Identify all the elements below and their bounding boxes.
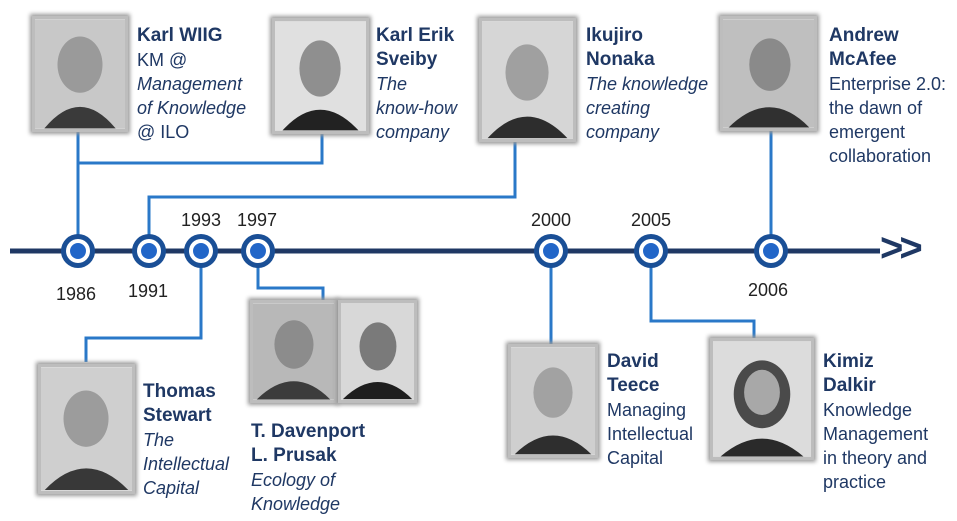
year-1986: 1986 bbox=[56, 284, 97, 304]
davenport-text: T. Davenport L. Prusak Ecology of Knowle… bbox=[251, 420, 391, 516]
person-work-title: The Intellectual Capital bbox=[143, 430, 230, 498]
portrait-t-davenport bbox=[250, 300, 337, 403]
person-work-title: Ecology of Knowledge bbox=[251, 470, 341, 514]
person-silhouette-icon bbox=[275, 21, 366, 131]
dalkir-text: Kimiz Dalkir Knowledge Management in the… bbox=[823, 350, 953, 494]
timeline-node-1991 bbox=[132, 234, 166, 268]
person-silhouette-icon bbox=[713, 341, 811, 457]
timeline-node-2000 bbox=[534, 234, 568, 268]
person-silhouette-icon bbox=[341, 303, 414, 400]
person-name: Ikujiro Nonaka bbox=[586, 25, 655, 70]
person-work-title: Managing Intellectual Capital bbox=[607, 400, 694, 468]
timeline-arrow: >> bbox=[880, 226, 923, 270]
person-desc: KM @ bbox=[137, 50, 188, 70]
year-2005: 2005 bbox=[631, 210, 672, 230]
person-work-title: Enterprise 2.0: the dawn of emergent col… bbox=[829, 74, 947, 166]
sveiby-text: Karl Erik Sveiby The know-how company bbox=[376, 24, 486, 144]
timeline-node-2006 bbox=[754, 234, 788, 268]
portrait-karl-erik-sveiby bbox=[272, 18, 369, 134]
mcafee-text: Andrew McAfee Enterprise 2.0: the dawn o… bbox=[829, 24, 957, 168]
person-silhouette-icon bbox=[35, 19, 125, 129]
teece-text: David Teece Managing Intellectual Capita… bbox=[607, 350, 717, 470]
timeline-node-1986 bbox=[61, 234, 95, 268]
person-name: Karl WIIG bbox=[137, 25, 223, 46]
person-desc-extra: @ ILO bbox=[137, 122, 190, 142]
portrait-karl-wiig bbox=[32, 16, 128, 132]
portrait-thomas-stewart bbox=[38, 364, 135, 494]
portrait-kimiz-dalkir bbox=[710, 338, 814, 460]
person-name: David Teece bbox=[607, 351, 660, 396]
year-2000: 2000 bbox=[531, 210, 572, 230]
person-name: T. Davenport L. Prusak bbox=[251, 421, 366, 466]
timeline-node-2005 bbox=[634, 234, 668, 268]
stewart-text: Thomas Stewart The Intellectual Capital bbox=[143, 380, 253, 500]
person-silhouette-icon bbox=[482, 21, 573, 139]
year-1991: 1991 bbox=[128, 281, 169, 301]
year-2006: 2006 bbox=[748, 280, 789, 300]
portrait-ikujiro-nonaka bbox=[479, 18, 576, 142]
timeline-node-1993 bbox=[184, 234, 218, 268]
person-silhouette-icon bbox=[511, 347, 595, 455]
year-1997: 1997 bbox=[237, 210, 278, 230]
person-name: Thomas Stewart bbox=[143, 381, 216, 426]
portrait-l-prusak bbox=[338, 300, 417, 403]
person-silhouette-icon bbox=[41, 368, 132, 490]
portrait-andrew-mcafee bbox=[720, 16, 817, 131]
portrait-david-teece bbox=[508, 344, 598, 458]
person-name: Andrew McAfee bbox=[829, 25, 899, 70]
person-work-title: Management of Knowledge bbox=[137, 74, 247, 118]
person-silhouette-icon bbox=[723, 19, 814, 128]
person-work-title: Knowledge Management in theory and pract… bbox=[823, 400, 929, 492]
person-name: Karl Erik Sveiby bbox=[376, 25, 455, 70]
wiig-text: Karl WIIG KM @ Management of Knowledge @… bbox=[137, 24, 267, 144]
person-name: Kimiz Dalkir bbox=[823, 351, 876, 396]
timeline-node-1997 bbox=[241, 234, 275, 268]
year-1993: 1993 bbox=[181, 210, 222, 230]
person-work-title: The knowledge creating company bbox=[586, 74, 709, 142]
person-work-title: The know-how company bbox=[376, 74, 458, 142]
nonaka-text: Ikujiro Nonaka The knowledge creating co… bbox=[586, 24, 726, 144]
person-silhouette-icon bbox=[253, 303, 334, 400]
